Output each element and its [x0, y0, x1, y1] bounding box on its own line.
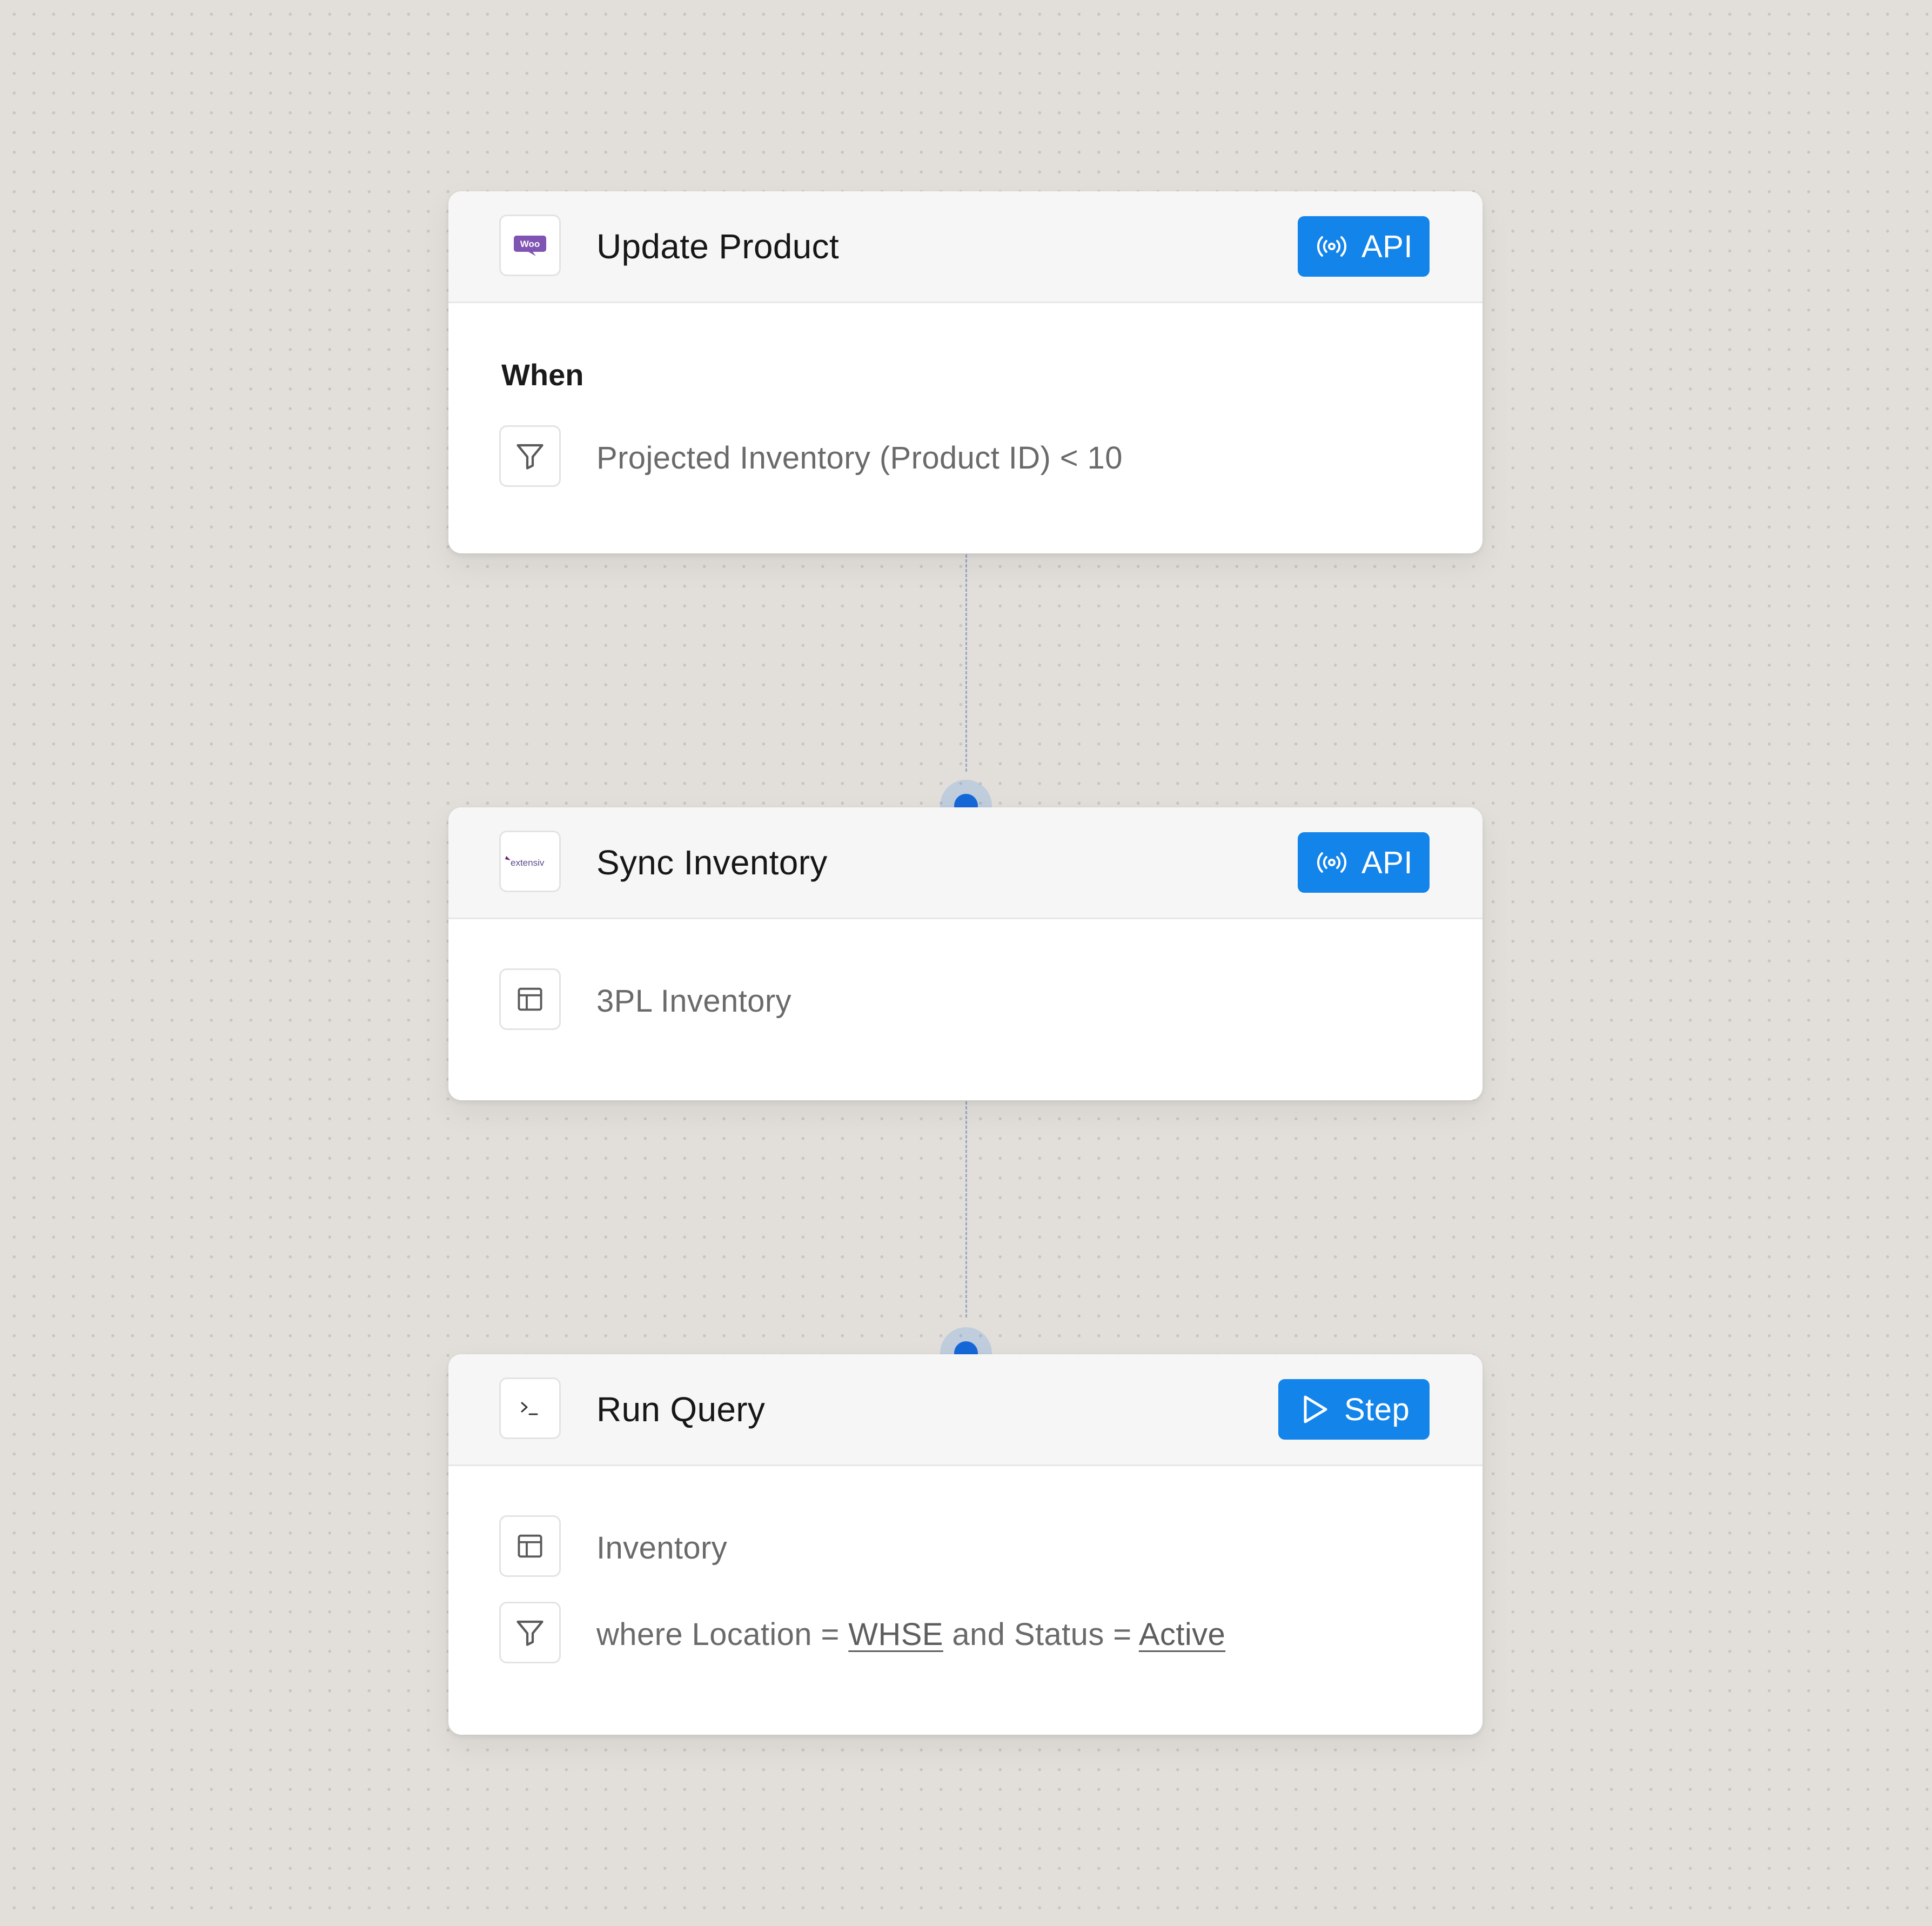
card-header: extensiv Sync Inventory API: [448, 807, 1482, 919]
filter-prefix: where Location =: [596, 1617, 849, 1652]
location-value[interactable]: WHSE: [848, 1617, 943, 1652]
card-title: Run Query: [596, 1390, 766, 1429]
svg-text:extensiv: extensiv: [511, 858, 545, 868]
card-header: Run Query Step: [448, 1354, 1482, 1466]
woo-logo-icon: Woo: [499, 215, 561, 276]
play-icon: [1304, 1395, 1327, 1423]
when-label: When: [501, 358, 584, 392]
step-card-sync-inventory[interactable]: extensiv Sync Inventory API 3PL Inventor…: [448, 807, 1482, 1100]
terminal-icon: [499, 1377, 561, 1439]
filter-icon: [499, 1602, 561, 1663]
api-badge[interactable]: API: [1298, 216, 1430, 277]
table-name: 3PL Inventory: [596, 984, 791, 1019]
badge-label: API: [1361, 845, 1413, 880]
badge-label: Step: [1344, 1392, 1410, 1427]
extensiv-logo-icon: extensiv: [499, 831, 561, 892]
step-card-run-query[interactable]: Run Query Step Inventory where Location …: [448, 1354, 1482, 1735]
step-button[interactable]: Step: [1278, 1379, 1430, 1440]
broadcast-icon: [1317, 236, 1347, 257]
svg-text:Woo: Woo: [520, 239, 540, 249]
broadcast-icon: [1317, 852, 1347, 873]
card-title: Sync Inventory: [596, 843, 828, 882]
table-icon: [499, 1515, 561, 1577]
filter-icon: [499, 425, 561, 487]
card-header: Woo Update Product API: [448, 191, 1482, 303]
table-name: Inventory: [596, 1530, 728, 1566]
badge-label: API: [1361, 229, 1413, 264]
card-title: Update Product: [596, 227, 839, 266]
connector-line-1: [965, 554, 967, 772]
filter-middle: and Status =: [943, 1617, 1139, 1652]
api-badge[interactable]: API: [1298, 832, 1430, 893]
step-card-update-product[interactable]: Woo Update Product API When Projected In…: [448, 191, 1482, 553]
status-value[interactable]: Active: [1138, 1617, 1226, 1652]
condition-text: Projected Inventory (Product ID) < 10: [596, 440, 1123, 476]
filter-condition: where Location = WHSE and Status = Activ…: [596, 1616, 1225, 1653]
connector-line-2: [965, 1101, 967, 1318]
table-icon: [499, 968, 561, 1030]
